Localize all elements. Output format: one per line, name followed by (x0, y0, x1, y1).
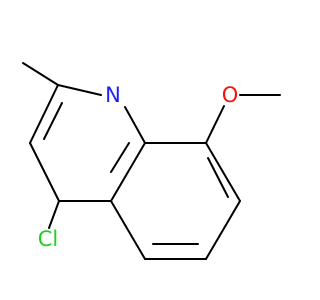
bond-c2-n1 (57, 84, 102, 96)
bond-c3-c2-inner (43, 102, 63, 140)
nitrogen-label: N (105, 83, 121, 107)
bond-c8a-c4a-inner (110, 142, 130, 173)
bond-c8a-c4a (110, 142, 146, 202)
chlorine-label: Cl (38, 227, 59, 251)
methoxy-o-bond (205, 105, 225, 144)
bond-n1-c8a (124, 106, 146, 144)
bond-c7-c6 (205, 200, 241, 260)
oxygen-label: O (222, 83, 239, 107)
chemical-structure-diagram: N O Cl (22, 62, 281, 260)
bond-c3-c2 (29, 84, 59, 144)
bond-c5-c4a (110, 200, 146, 260)
bond-c8-c7-inner (207, 157, 229, 198)
chloro-bond (48, 200, 60, 229)
bond-c4-c3 (29, 142, 60, 202)
methyl-bond (22, 62, 59, 86)
bond-c8-c7 (205, 142, 241, 202)
